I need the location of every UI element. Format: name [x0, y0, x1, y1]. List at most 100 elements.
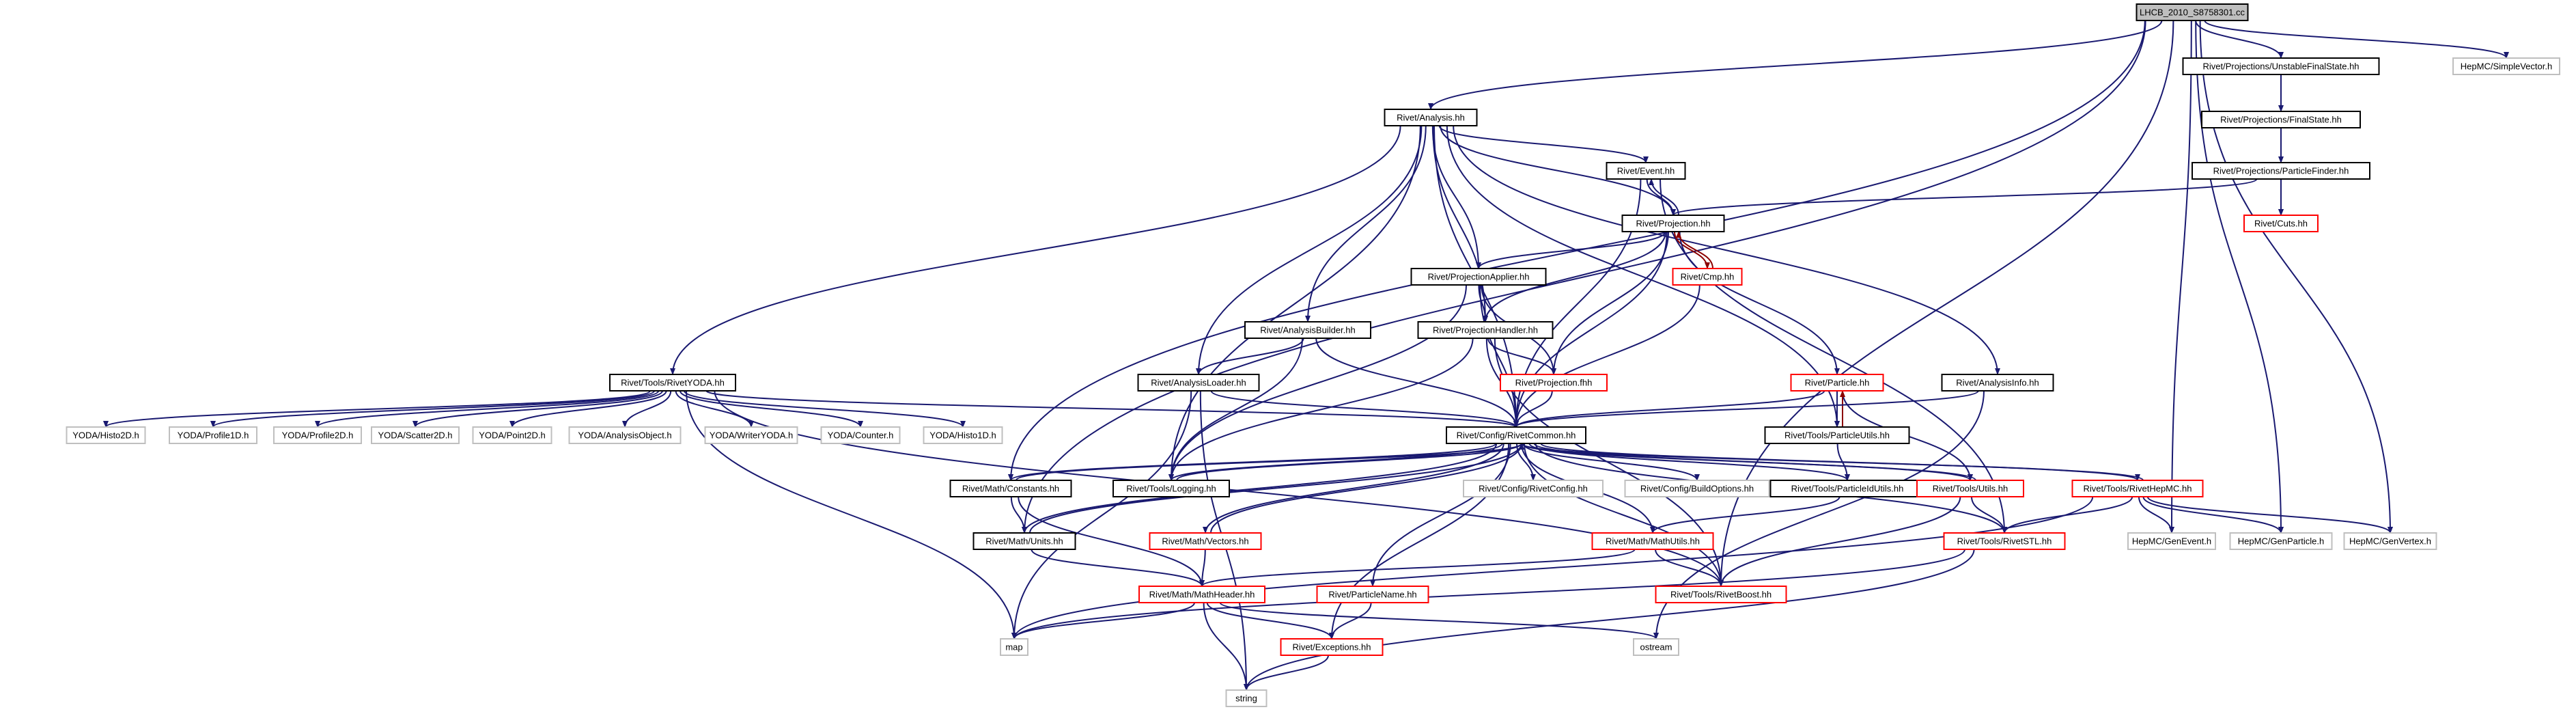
edge-vectors-to-common [1210, 443, 1524, 534]
edge [670, 125, 1401, 375]
node-label: Rivet/Tools/RivetSTL.hh [1957, 536, 2052, 547]
node-label: Rivet/ProjectionApplier.hh [1428, 272, 1530, 282]
node-cmp[interactable]: Rivet/Cmp.hh [1672, 268, 1743, 286]
node-ainfo[interactable]: Rivet/AnalysisInfo.hh [1941, 374, 2054, 392]
node-units[interactable]: Rivet/Math/Units.hh [972, 532, 1076, 550]
edge [1513, 390, 1979, 428]
node-scatter2d[interactable]: YODA/Scatter2D.h [371, 426, 460, 444]
edge-root-to-boost [1718, 20, 2174, 587]
edge [210, 390, 656, 428]
edge-mathheader-to-string [1203, 602, 1249, 691]
node-projection[interactable]: Rivet/Projection.hh [1621, 215, 1725, 232]
node-rhepmc[interactable]: Rivet/Tools/RivetHepMC.hh [2071, 480, 2204, 497]
node-writeryoda[interactable]: YODA/WriterYODA.h [704, 426, 798, 444]
edge [1010, 496, 1027, 534]
node-utils[interactable]: Rivet/Tools/Utils.hh [1916, 480, 2024, 497]
node-box [2127, 532, 2216, 550]
edge [1646, 178, 1676, 216]
edge [1428, 20, 2163, 110]
node-analysis[interactable]: Rivet/Analysis.hh [1384, 109, 1478, 126]
node-rconfig[interactable]: Rivet/Config/RivetConfig.hh [1463, 480, 1604, 497]
node-profile2d[interactable]: YODA/Profile2D.h [273, 426, 362, 444]
node-root[interactable]: LHCB_2010_S8758301.cc [2136, 3, 2249, 21]
node-box [1672, 268, 1743, 286]
node-box [1316, 586, 1429, 603]
node-aloader[interactable]: Rivet/AnalysisLoader.hh [1137, 374, 1260, 392]
node-mathutils[interactable]: Rivet/Math/MathUtils.hh [1591, 532, 1714, 550]
edge-papplier-to-phandler [1478, 284, 1488, 322]
node-box [1244, 321, 1371, 339]
node-label: ostream [1640, 642, 1672, 653]
node-unstable[interactable]: Rivet/Projections/UnstableFinalState.hh [2182, 57, 2380, 75]
node-box [1769, 480, 1925, 497]
node-exceptions[interactable]: Rivet/Exceptions.hh [1280, 638, 1384, 656]
node-pfinder[interactable]: Rivet/Projections/ParticleFinder.hh [2192, 162, 2370, 180]
edge-rhepmc-to-genparticle [2142, 496, 2284, 534]
edge-vectors-to-mathheader [1199, 549, 1206, 587]
node-finalstate[interactable]: Rivet/Projections/FinalState.hh [2201, 111, 2361, 128]
edge-analysis-to-papplier [1431, 125, 1481, 269]
node-rstl[interactable]: Rivet/Tools/RivetSTL.hh [1943, 532, 2066, 550]
node-common[interactable]: Rivet/Config/RivetCommon.hh [1446, 426, 1586, 444]
edge-projection-to-projfhh [1551, 231, 1669, 375]
node-label: Rivet/Tools/Logging.hh [1126, 484, 1216, 494]
edge [1011, 496, 2094, 640]
node-mathheader[interactable]: Rivet/Math/MathHeader.hh [1138, 586, 1265, 603]
edge-constants-to-common [1016, 443, 1524, 481]
edge [103, 390, 651, 428]
node-label: Rivet/Analysis.hh [1397, 113, 1465, 123]
node-pname[interactable]: Rivet/ParticleName.hh [1316, 586, 1429, 603]
node-point2d[interactable]: YODA/Point2D.h [472, 426, 552, 444]
node-genevent[interactable]: HepMC/GenEvent.h [2127, 532, 2216, 550]
edges-layer [103, 20, 2509, 691]
node-genvertex[interactable]: HepMC/GenVertex.h [2343, 532, 2437, 550]
node-papplier[interactable]: Rivet/ProjectionApplier.hh [1410, 268, 1547, 286]
edge [1196, 338, 1304, 375]
node-label: Rivet/Exceptions.hh [1293, 642, 1371, 653]
node-particle[interactable]: Rivet/Particle.hh [1790, 374, 1884, 392]
node-cuts[interactable]: Rivet/Cuts.hh [2243, 215, 2319, 232]
node-label: YODA/Histo2D.h [72, 430, 139, 441]
node-genparticle[interactable]: HepMC/GenParticle.h [2229, 532, 2333, 550]
node-event[interactable]: Rivet/Event.hh [1606, 162, 1686, 180]
node-rivetyoda[interactable]: Rivet/Tools/RivetYODA.hh [609, 374, 736, 392]
node-label: HepMC/GenVertex.h [2349, 536, 2431, 547]
edge-analysis-to-abuilder [1305, 125, 1427, 322]
node-constants[interactable]: Rivet/Math/Constants.hh [949, 480, 1072, 497]
node-map[interactable]: map [1000, 638, 1028, 656]
edge [2169, 20, 2192, 534]
node-buildopts[interactable]: Rivet/Config/BuildOptions.hh [1624, 480, 1770, 497]
node-phandler[interactable]: Rivet/ProjectionHandler.hh [1417, 321, 1554, 339]
edge-abuilder-to-common [1315, 338, 1519, 428]
node-string[interactable]: string [1225, 689, 1268, 707]
edge-projection-to-common [1513, 231, 1668, 428]
edge-projection-to-particle [1679, 231, 1840, 375]
node-aobject[interactable]: YODA/AnalysisObject.h [568, 426, 682, 444]
edge-rhepmc-to-genevent [2138, 496, 2174, 534]
node-pidutils[interactable]: Rivet/Tools/ParticleIdUtils.hh [1769, 480, 1925, 497]
edge-cmp-to-projection [1676, 231, 1713, 269]
node-ostream[interactable]: ostream [1633, 638, 1679, 656]
edge [2146, 496, 2393, 534]
node-counter[interactable]: YODA/Counter.h [820, 426, 901, 444]
node-simplevector[interactable]: HepMC/SimpleVector.h [2452, 57, 2560, 75]
node-putils[interactable]: Rivet/Tools/ParticleUtils.hh [1764, 426, 1910, 444]
node-projfhh[interactable]: Rivet/Projection.fhh [1500, 374, 1608, 392]
node-label: Rivet/Math/MathUtils.hh [1606, 536, 1700, 547]
node-label: Rivet/AnalysisInfo.hh [1956, 378, 2039, 388]
edge-common-to-pidutils [1528, 443, 1850, 481]
edge-common-to-units [1022, 443, 1498, 534]
edge-projection-to-papplier [1476, 231, 1666, 269]
node-histo2d[interactable]: YODA/Histo2D.h [66, 426, 146, 444]
edge [1679, 231, 1840, 375]
node-profile1d[interactable]: YODA/Profile1D.h [169, 426, 257, 444]
node-boost[interactable]: Rivet/Tools/RivetBoost.hh [1655, 586, 1787, 603]
node-vectors[interactable]: Rivet/Math/Vectors.hh [1149, 532, 1262, 550]
edge [1524, 443, 1724, 587]
node-logging[interactable]: Rivet/Tools/Logging.hh [1112, 480, 1230, 497]
node-histo1d[interactable]: YODA/Histo1D.h [923, 426, 1003, 444]
edge-papplier-to-common [1479, 284, 1519, 428]
node-label: Rivet/Event.hh [1617, 166, 1675, 176]
node-abuilder[interactable]: Rivet/AnalysisBuilder.hh [1244, 321, 1371, 339]
node-box [2071, 480, 2204, 497]
